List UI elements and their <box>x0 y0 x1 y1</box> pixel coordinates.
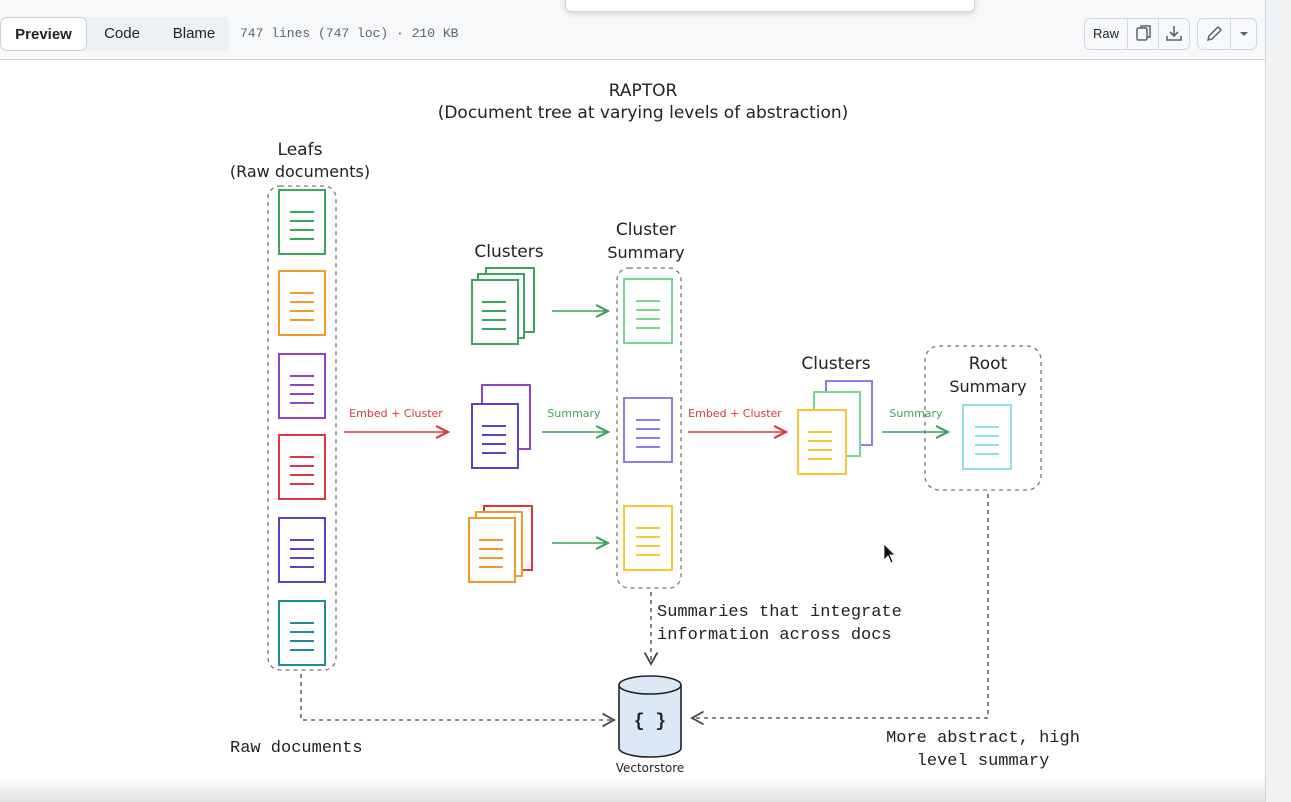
leafs-container <box>267 185 337 671</box>
clusters2-label: Clusters <box>801 354 870 374</box>
root-summary-doc <box>962 404 1012 470</box>
embed-cluster-label-2: Embed + Cluster <box>688 407 782 420</box>
cluster-summary-label-1: Cluster <box>616 220 676 240</box>
vectorstore-icon <box>618 675 682 758</box>
tab-preview[interactable]: Preview <box>0 17 87 51</box>
integrate-note-line2: information across docs <box>657 626 892 645</box>
summary-label-1: Summary <box>547 407 601 420</box>
leaf-doc-indigo <box>278 517 326 583</box>
cluster-stack-level2 <box>797 380 873 475</box>
view-mode-segmented-control: Preview Code Blame <box>0 17 230 51</box>
leaf-doc-orange <box>278 270 326 336</box>
raw-button[interactable]: Raw <box>1092 26 1119 41</box>
edit-actions-group <box>1197 18 1257 50</box>
leaf-doc-red <box>278 434 326 500</box>
copy-icon <box>1136 25 1151 41</box>
leafs-to-vectorstore-connector <box>300 674 614 720</box>
file-meta-info: 747 lines (747 loc) · 210 KB <box>240 26 459 41</box>
root-summary-container <box>924 345 1042 491</box>
bottom-shadow <box>0 776 1265 802</box>
leaf-doc-green <box>278 189 326 255</box>
cluster-stack-orange <box>468 505 533 583</box>
vectorstore-label: Vectorstore <box>616 761 685 775</box>
mouse-cursor-icon <box>883 543 896 564</box>
raw-actions-group: Raw <box>1084 18 1190 50</box>
chevron-down-icon <box>1240 32 1248 36</box>
diagram-title: RAPTOR <box>609 81 678 101</box>
popover-edge <box>565 0 975 12</box>
root-summary-label-2: Summary <box>949 377 1026 396</box>
tab-code[interactable]: Code <box>104 25 140 42</box>
embed-cluster-label-1: Embed + Cluster <box>349 407 443 420</box>
root-summary-label-1: Root <box>969 354 1008 374</box>
scrollbar[interactable] <box>1265 0 1291 802</box>
download-button[interactable] <box>1158 19 1189 49</box>
cluster-stack-purple <box>471 384 531 469</box>
summary-label-2: Summary <box>889 407 943 420</box>
leaf-doc-purple <box>278 353 326 419</box>
summary-doc-light-purple <box>623 397 673 463</box>
pencil-icon <box>1206 25 1223 42</box>
cluster-summary-container <box>616 267 682 589</box>
raw-documents-label: Raw documents <box>230 739 363 758</box>
cluster-stack-green <box>471 267 535 345</box>
file-header-bar: Preview Code Blame 747 lines (747 loc) ·… <box>0 0 1265 60</box>
summary-doc-yellow <box>623 505 673 571</box>
tab-blame[interactable]: Blame <box>172 25 216 42</box>
summary-doc-light-green <box>623 278 673 344</box>
edit-dropdown-button[interactable] <box>1230 19 1257 49</box>
clusters-label: Clusters <box>474 242 543 262</box>
leafs-subtitle: (Raw documents) <box>230 162 370 181</box>
integrate-note-line1: Summaries that integrate <box>657 603 902 622</box>
root-to-vectorstore-connector <box>692 494 989 718</box>
vectorstore-symbol: { } <box>634 712 666 732</box>
abstract-summary-label-1: More abstract, high <box>886 729 1080 748</box>
abstract-summary-label-2: level summary <box>917 752 1050 771</box>
copy-button[interactable] <box>1127 19 1158 49</box>
leafs-title: Leafs <box>278 140 323 160</box>
edit-button[interactable] <box>1198 19 1230 49</box>
leaf-doc-teal <box>278 600 326 666</box>
download-icon <box>1166 26 1182 41</box>
diagram-subtitle: (Document tree at varying levels of abst… <box>438 103 849 123</box>
cluster-summary-label-2: Summary <box>607 243 684 262</box>
raptor-diagram: RAPTOR (Document tree at varying levels … <box>230 81 1080 775</box>
